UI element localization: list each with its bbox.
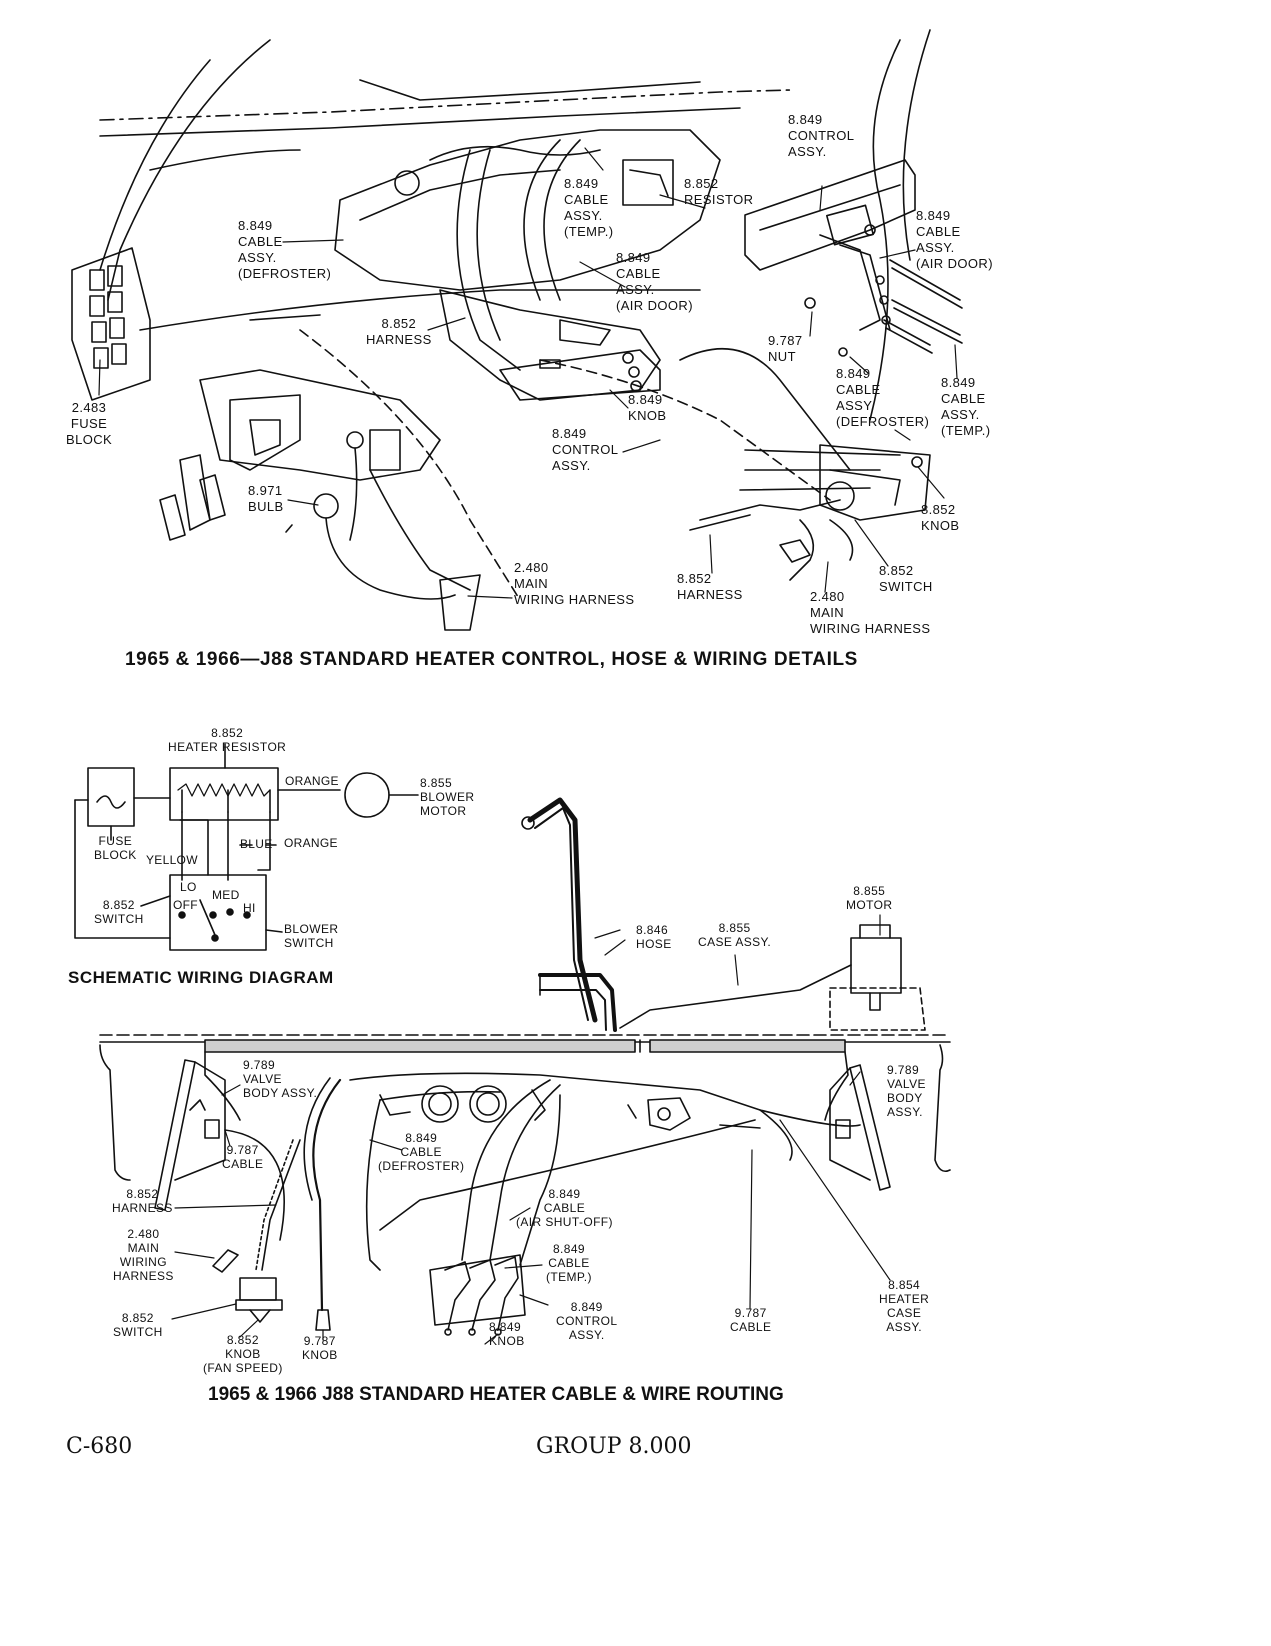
- bottom-leader-lines: [171, 914, 891, 1345]
- right-control-assy-drawing: [744, 159, 963, 357]
- wire-yellow: YELLOW: [146, 853, 198, 867]
- top-leader-lines: [98, 147, 958, 599]
- fuse-block-drawing: [71, 247, 151, 401]
- heater-hose-drawing: [521, 797, 617, 1032]
- cable-routing-drawing: [224, 1077, 861, 1312]
- group-number: GROUP 8.000: [536, 1434, 692, 1459]
- right-switch-assy-drawing: [689, 444, 931, 581]
- switch-pos-off: OFF: [173, 898, 198, 912]
- heater-case-drawing: [334, 129, 721, 371]
- switch-pos-med: MED: [212, 888, 240, 902]
- blower-motor-drawing: [619, 924, 926, 1031]
- schematic-drawing: [74, 743, 419, 951]
- wire-blue: BLUE: [240, 837, 273, 851]
- control-panel-drawing: [439, 289, 661, 401]
- bottom-figure-caption: 1965 & 1966 J88 STANDARD HEATER CABLE & …: [208, 1384, 784, 1405]
- schematic-title: SCHEMATIC WIRING DIAGRAM: [68, 968, 334, 987]
- wire-orange-top: ORANGE: [285, 774, 339, 788]
- switch-pos-lo: LO: [180, 880, 197, 894]
- firewall-and-case-drawing: [99, 1034, 951, 1181]
- wire-orange: ORANGE: [284, 836, 338, 850]
- switch-pos-hi: HI: [243, 901, 256, 915]
- top-figure-caption: 1965 & 1966—J88 STANDARD HEATER CONTROL,…: [125, 649, 858, 670]
- bottom-controls-drawing: [212, 1249, 526, 1336]
- lower-left-assembly-drawing: [159, 369, 481, 631]
- page-number: C-680: [66, 1434, 133, 1459]
